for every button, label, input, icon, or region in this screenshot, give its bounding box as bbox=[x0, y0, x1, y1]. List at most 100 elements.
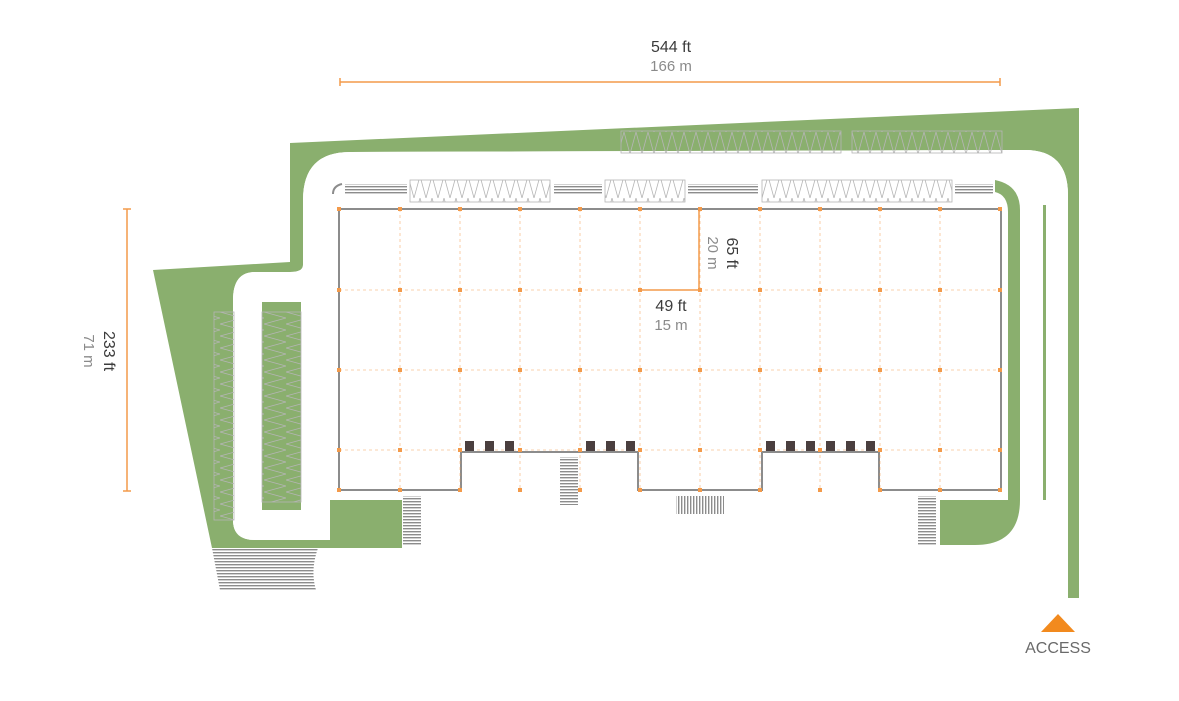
column-marker bbox=[878, 448, 882, 452]
column-marker bbox=[758, 448, 762, 452]
dock-door bbox=[806, 441, 815, 451]
ramp-3 bbox=[676, 496, 724, 514]
ramps bbox=[403, 457, 936, 546]
parking-row-left-1 bbox=[213, 311, 235, 521]
bay-dimensions: 65 ft 20 m 49 ft 15 m bbox=[654, 236, 740, 334]
dock-door bbox=[505, 441, 514, 451]
column-marker bbox=[518, 288, 522, 292]
corner-curb bbox=[332, 183, 343, 195]
column-marker bbox=[938, 488, 942, 492]
bay-depth-metric-label: 20 m bbox=[704, 236, 721, 269]
access-marker: ACCESS bbox=[1025, 614, 1091, 657]
column-marker bbox=[578, 288, 582, 292]
column-marker bbox=[518, 488, 522, 492]
truck-parking-lower-left bbox=[212, 548, 318, 590]
bay-depth-imperial-label: 65 ft bbox=[723, 237, 740, 269]
column-marker bbox=[337, 288, 341, 292]
building-outline bbox=[338, 208, 1002, 491]
column-marker bbox=[758, 207, 762, 211]
column-marker bbox=[818, 448, 822, 452]
column-marker bbox=[398, 488, 402, 492]
column-marker bbox=[878, 368, 882, 372]
parking-row-left-2 bbox=[261, 311, 302, 503]
loading-strip-1 bbox=[345, 184, 407, 194]
warehouse-building bbox=[337, 207, 1002, 492]
column-marker bbox=[818, 488, 822, 492]
column-marker bbox=[818, 368, 822, 372]
dock-door bbox=[866, 441, 875, 451]
width-imperial-label: 544 ft bbox=[651, 39, 692, 56]
column-marker bbox=[638, 207, 642, 211]
parking-row-front-3 bbox=[761, 179, 953, 203]
column-marker bbox=[337, 448, 341, 452]
column-marker bbox=[398, 368, 402, 372]
column-marker bbox=[938, 207, 942, 211]
column-marker bbox=[998, 288, 1002, 292]
inner-road bbox=[233, 150, 1068, 598]
column-marker bbox=[758, 288, 762, 292]
column-marker bbox=[518, 207, 522, 211]
column-marker bbox=[398, 288, 402, 292]
column-marker bbox=[818, 288, 822, 292]
dock-door bbox=[786, 441, 795, 451]
parking-stalls bbox=[212, 130, 1003, 590]
dock-doors bbox=[465, 441, 875, 451]
column-marker bbox=[938, 288, 942, 292]
loading-strip-3 bbox=[688, 184, 758, 194]
column-marker bbox=[518, 448, 522, 452]
column-marker bbox=[337, 488, 341, 492]
column-marker bbox=[758, 368, 762, 372]
column-grid bbox=[339, 209, 1001, 490]
column-marker bbox=[698, 288, 702, 292]
column-marker bbox=[337, 207, 341, 211]
column-marker bbox=[878, 288, 882, 292]
dock-door bbox=[626, 441, 635, 451]
dock-door bbox=[766, 441, 775, 451]
dock-door bbox=[465, 441, 474, 451]
column-marker bbox=[638, 448, 642, 452]
depth-metric-label: 71 m bbox=[80, 334, 97, 367]
column-marker bbox=[578, 448, 582, 452]
bay-width-imperial-label: 49 ft bbox=[655, 298, 687, 315]
green-patch-lower-left bbox=[330, 500, 402, 548]
column-marker bbox=[758, 488, 762, 492]
parking-row-front-1 bbox=[409, 179, 551, 203]
column-marker bbox=[398, 207, 402, 211]
column-marker bbox=[698, 207, 702, 211]
column-marker bbox=[578, 368, 582, 372]
column-marker bbox=[998, 207, 1002, 211]
depth-imperial-label: 233 ft bbox=[100, 331, 117, 372]
column-marker bbox=[818, 207, 822, 211]
ramp-1 bbox=[403, 496, 421, 546]
column-marker bbox=[638, 488, 642, 492]
column-marker bbox=[458, 368, 462, 372]
column-marker bbox=[698, 448, 702, 452]
dock-door bbox=[485, 441, 494, 451]
dock-door bbox=[606, 441, 615, 451]
column-marker bbox=[458, 488, 462, 492]
column-marker bbox=[938, 448, 942, 452]
ramp-4 bbox=[918, 496, 936, 546]
column-marker bbox=[518, 368, 522, 372]
column-marker bbox=[458, 207, 462, 211]
parking-row-front-2 bbox=[604, 179, 686, 203]
column-marker bbox=[698, 368, 702, 372]
overall-dimensions: 544 ft 166 m 233 ft 71 m bbox=[80, 39, 1001, 492]
column-marker bbox=[698, 488, 702, 492]
parking-row-top-2 bbox=[851, 130, 1003, 154]
column-markers bbox=[337, 207, 1002, 492]
dock-door bbox=[586, 441, 595, 451]
column-marker bbox=[638, 368, 642, 372]
green-strip-right bbox=[1043, 205, 1046, 500]
column-marker bbox=[458, 448, 462, 452]
column-marker bbox=[998, 368, 1002, 372]
dock-door bbox=[826, 441, 835, 451]
column-marker bbox=[398, 448, 402, 452]
dock-door bbox=[846, 441, 855, 451]
width-metric-label: 166 m bbox=[650, 58, 692, 75]
access-label: ACCESS bbox=[1025, 640, 1091, 657]
ramp-2 bbox=[560, 457, 578, 505]
column-marker bbox=[578, 488, 582, 492]
column-marker bbox=[938, 368, 942, 372]
